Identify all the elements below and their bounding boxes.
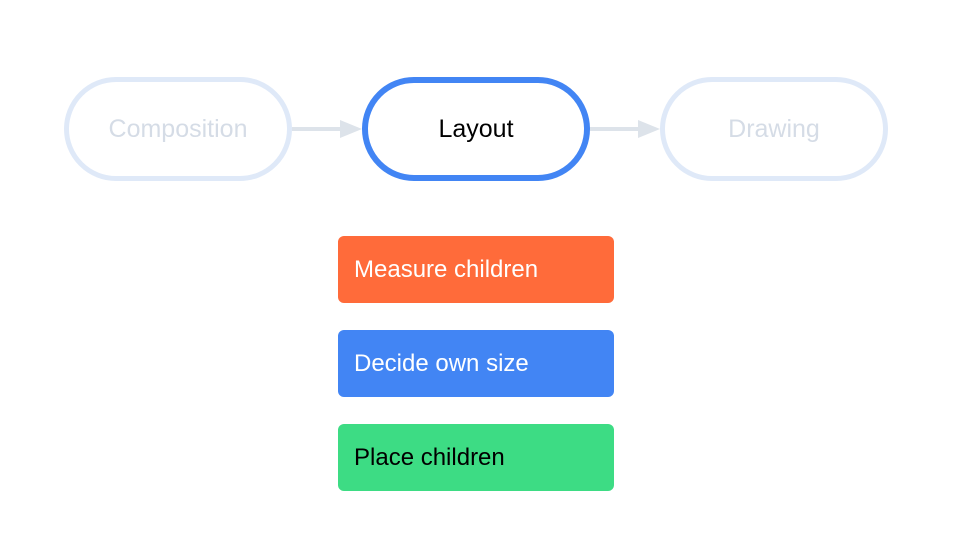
stage-drawing: Drawing: [660, 77, 888, 181]
stage-drawing-label: Drawing: [728, 114, 820, 143]
stage-layout-label: Layout: [438, 114, 514, 143]
step-label: Measure children: [354, 255, 539, 283]
step-label: Decide own size: [354, 349, 529, 377]
step-label: Place children: [354, 443, 505, 471]
step-measure-children: Measure children: [338, 236, 614, 303]
step-decide-own-size: Decide own size: [338, 330, 614, 397]
arrow-right-icon: [292, 120, 362, 138]
step-place-children: Place children: [338, 424, 614, 491]
arrow-right-icon: [590, 120, 660, 138]
stage-composition: Composition: [64, 77, 292, 181]
stage-layout: Layout: [362, 77, 590, 181]
stage-composition-label: Composition: [108, 114, 248, 143]
